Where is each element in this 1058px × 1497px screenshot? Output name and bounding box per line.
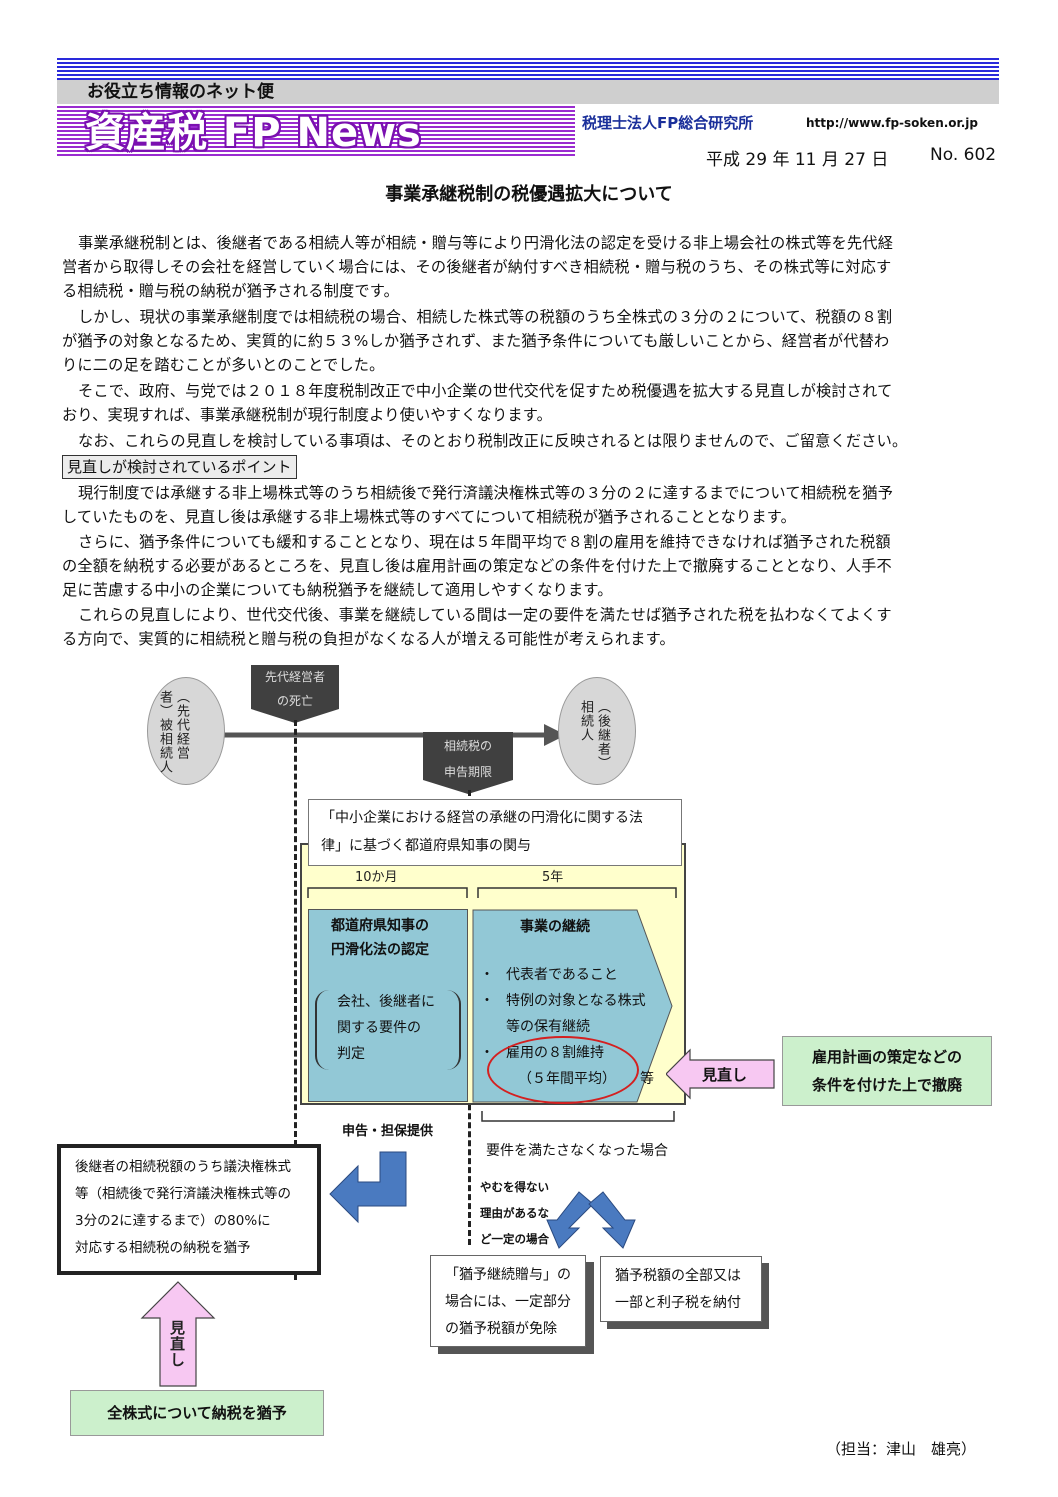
paragraph-7: これらの見直しにより、世代交代後、事業を継続している間は一定の要件を満たせば猶予… — [62, 606, 892, 648]
masthead-band — [57, 106, 575, 158]
paragraph-4: なお、これらの見直しを検討している事項は、そのとおり税制改正に反映されるとは限り… — [78, 432, 908, 450]
pay-tax-box: 猶予税額の全部又は 一部と利子税を納付 — [600, 1256, 762, 1322]
deadline-label: 相続税の 申告期限 — [423, 732, 513, 794]
employment-highlight-oval — [487, 1036, 639, 1104]
paragraph-3: そこで、政府、与党では２０１８年度税制改正で中小企業の世代交代を促すため税優遇を… — [62, 382, 893, 424]
revision-label-vertical: 見直し — [168, 1320, 186, 1368]
death-dashed-line — [294, 720, 297, 1280]
requirement-bracket — [315, 990, 461, 1070]
split-arrows — [546, 1191, 636, 1249]
all-shares-deferral-box: 全株式について納税を猶予 — [70, 1390, 324, 1436]
deferral-arrow — [329, 1151, 407, 1224]
article-title: 事業承継税制の税優遇拡大について — [385, 184, 673, 205]
requirements-unmet-label: 要件を満たさなくなった場合 — [486, 1143, 668, 1159]
period-10-months: 10か月 — [355, 870, 398, 885]
unavoidable-reasons-label: やむを得ない 理由があるな ど一定の場合 — [480, 1180, 549, 1246]
paragraph-5: 現行制度では承継する非上場株式等のうち相続後で発行済議決権株式等の３分の２に達す… — [62, 484, 894, 526]
newsletter-title: 資産税 FP News — [85, 110, 422, 156]
employment-plan-box: 雇用計画の策定などの 条件を付けた上で撤廃 — [782, 1036, 992, 1106]
tagline: お役立ち情報のネット便 — [57, 80, 999, 104]
paragraph-2: しかし、現状の事業承継制度では相続税の場合、相続した株式等の税額のうち全株式の３… — [62, 308, 893, 374]
header-stripes — [57, 58, 999, 80]
filing-collateral-label: 申告・担保提供 — [342, 1124, 434, 1139]
revision-label-right: 見直し — [702, 1066, 748, 1084]
issue-number: No. 602 — [930, 145, 997, 165]
current-deferral-box: 後継者の相続税額のうち議決権株式 等（相続後で発行済議決権株式等の 3分の2に達… — [57, 1144, 321, 1275]
issue-date: 平成 29 年 11 月 27 日 — [706, 150, 889, 170]
prefecture-certification-block: 都道府県知事の 円滑化法の認定 会社、後継者に 関する要件の 判定 — [308, 909, 468, 1102]
period-brackets — [307, 887, 677, 898]
firm-name: 税理士法人FP総合研究所 — [582, 114, 754, 132]
revision-arrow-up — [140, 1281, 216, 1387]
business-continuation-title: 事業の継続 — [520, 919, 590, 935]
paragraph-1: 事業承継税制とは、後継者である相続人等が相続・贈与等により円滑化法の認定を受ける… — [62, 234, 894, 300]
death-label: 先代経営者 の死亡 — [251, 665, 339, 723]
predecessor-circle: （先代経営者）被相続人 — [147, 677, 225, 785]
period-5-years: 5年 — [542, 870, 564, 885]
revision-arrow-left — [666, 1048, 775, 1100]
unmet-bracket — [481, 1111, 675, 1122]
paragraph-6: さらに、猶予条件についても緩和することとなり、現在は５年間平均で８割の雇用を維持… — [62, 533, 892, 599]
successor-circle: （後継者）相続人 — [558, 677, 636, 785]
law-box: 「中小企業における経営の承継の円滑化に関する法 律」に基づく都道府県知事の関与 — [308, 799, 682, 866]
author-credit: （担当：津山 雄亮） — [826, 1440, 977, 1458]
firm-url[interactable]: http://www.fp-soken.or.jp — [806, 116, 979, 130]
continuation-gift-box: 「猶予継続贈与」の 場合には、一定部分 の猶予税額が免除 — [430, 1255, 586, 1347]
section-heading: 見直しが検討されているポイント — [62, 455, 297, 479]
